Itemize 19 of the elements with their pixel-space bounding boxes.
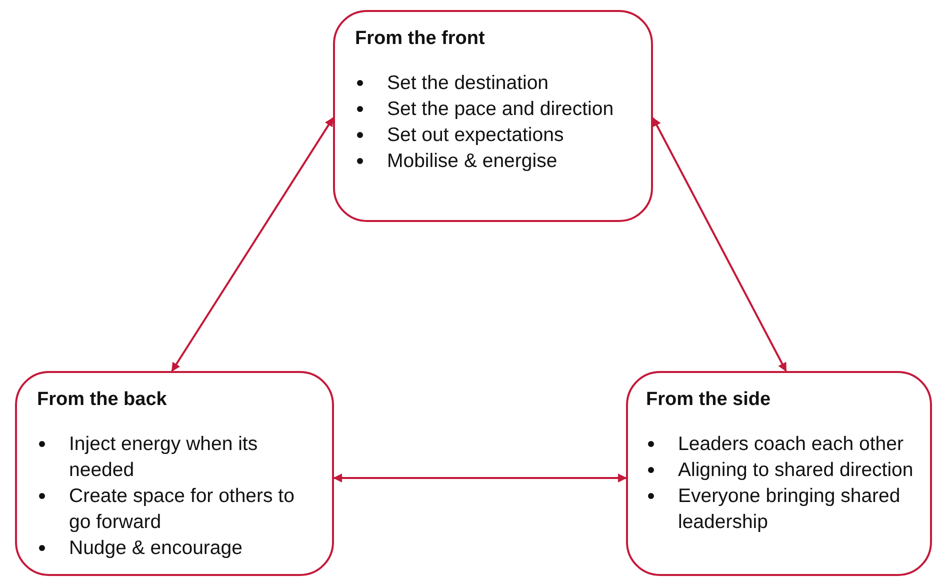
bullet-text: Create space for others to go forward	[69, 485, 294, 533]
double-arrow	[171, 117, 334, 372]
double-arrow	[333, 474, 627, 482]
rounded-box	[626, 371, 932, 576]
box-heading: From the side	[646, 389, 772, 411]
bullet-text: Nudge & encourage	[69, 537, 242, 559]
bullet-text: Everyone bringing shared leadership	[678, 485, 900, 533]
bullet-text: Mobilise & energise	[387, 150, 558, 172]
rounded-box	[15, 371, 334, 576]
box-heading: From the back	[37, 389, 168, 411]
bullet-text: Set the destination	[387, 72, 549, 94]
bullet-text: Aligning to shared direction	[678, 459, 914, 481]
bullet-text: Leaders coach each other	[678, 433, 904, 455]
double-arrow	[652, 117, 787, 372]
bullet-text: Inject energy when its needed	[69, 433, 258, 481]
bullet-text: Set out expectations	[387, 124, 564, 146]
bullet-text: Set the pace and direction	[387, 98, 614, 120]
rounded-box	[333, 10, 653, 222]
box-heading: From the front	[355, 28, 486, 50]
